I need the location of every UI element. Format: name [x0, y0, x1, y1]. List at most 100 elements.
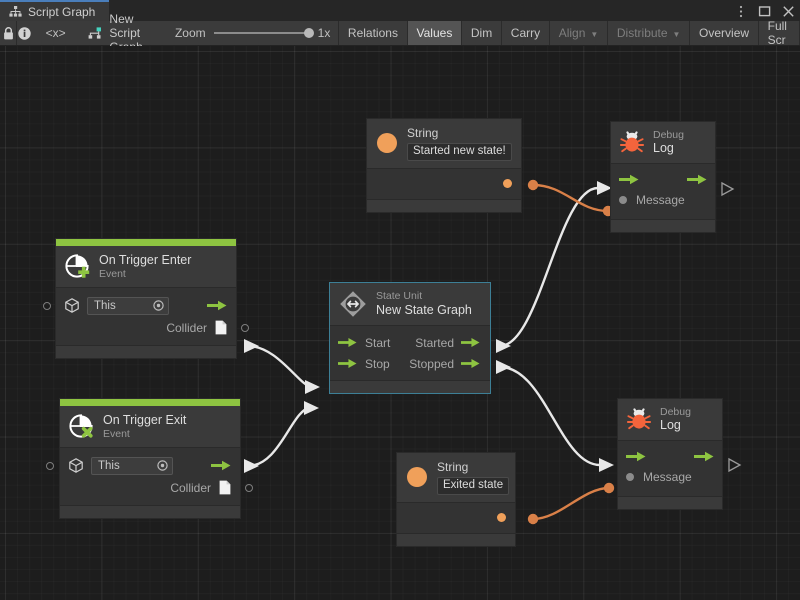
unconnected-input-port-exit[interactable]: [46, 462, 54, 470]
message-input-port[interactable]: [619, 196, 627, 205]
node-footer: [618, 496, 722, 510]
close-icon[interactable]: [781, 4, 796, 19]
node-state-unit[interactable]: State Unit New State Graph Start Started: [329, 282, 491, 394]
flow-input-port-start[interactable]: [338, 337, 357, 348]
target-value: This: [98, 459, 120, 472]
node-string-top[interactable]: String Started new state!: [366, 118, 522, 213]
node-footer: [367, 198, 521, 212]
collider-document-icon[interactable]: [215, 320, 227, 335]
wire-exit-to-stop: [247, 406, 311, 468]
info-button[interactable]: [16, 21, 33, 45]
gameobject-cube-icon: [65, 298, 79, 314]
node-subtitle: Event: [103, 427, 130, 440]
graph-hierarchy-icon: [9, 6, 22, 17]
toolbar-divider: [338, 21, 339, 45]
code-view-button[interactable]: <x>: [33, 21, 78, 45]
zoom-control[interactable]: Zoom 1x: [166, 21, 339, 45]
node-body: Start Started Stop Stopped: [330, 326, 490, 380]
flow-input-port-stop[interactable]: [338, 358, 357, 369]
flow-input-port[interactable]: [626, 451, 646, 462]
node-body: [367, 169, 521, 199]
chevron-down-icon: ▼: [672, 29, 681, 39]
toolbar-divider: [501, 21, 502, 45]
toolbar-button-label: Carry: [510, 26, 541, 40]
toolbar-divider: [549, 21, 550, 45]
state-unit-diamond-icon: [339, 290, 367, 318]
wire-arrow: [304, 401, 319, 415]
unconnected-flow-output-top[interactable]: [721, 181, 735, 197]
stopped-label: Stopped: [409, 356, 454, 371]
toolbar-button-align[interactable]: Align▼: [549, 21, 608, 45]
node-subtitle: Event: [99, 267, 126, 280]
graph-name-button[interactable]: New Script Graph: [78, 12, 167, 54]
toolbar-button-overview[interactable]: Overview: [690, 21, 759, 45]
node-header: Debug Log: [611, 122, 715, 165]
tab-script-graph[interactable]: Script Graph: [0, 0, 110, 21]
node-title: On Trigger Enter: [99, 253, 192, 267]
zoom-slider-knob[interactable]: [303, 28, 314, 38]
toolbar-button-full-scr[interactable]: Full Scr: [758, 19, 800, 47]
event-exit-icon: [69, 414, 94, 439]
chevron-down-icon: ▼: [590, 29, 599, 39]
flow-output-port[interactable]: [687, 174, 707, 185]
node-string-bottom[interactable]: String Exited state: [396, 452, 516, 547]
lock-button[interactable]: [0, 21, 17, 45]
node-debug-log-bottom[interactable]: Debug Log Message: [617, 398, 723, 511]
maximize-icon[interactable]: [757, 4, 772, 19]
zoom-slider[interactable]: [213, 28, 314, 38]
toolbar-button-label: Values: [416, 26, 453, 40]
message-label: Message: [643, 470, 692, 485]
node-footer: [60, 505, 240, 519]
wire-arrow: [599, 458, 614, 472]
wire-arrow: [597, 181, 612, 195]
wire-arrow: [496, 339, 511, 353]
toolbar-divider: [32, 21, 34, 45]
object-picker-icon[interactable]: [157, 460, 168, 471]
toolbar-button-distribute[interactable]: Distribute ▼: [607, 21, 690, 45]
node-header: String Started new state!: [367, 119, 521, 169]
graph-toolbar: <x> New Script Graph Zoom 1x Relations Va…: [0, 12, 800, 54]
string-value-field[interactable]: Started new state!: [407, 143, 512, 161]
flow-output-port-started[interactable]: [461, 337, 480, 348]
collider-document-icon[interactable]: [219, 480, 231, 495]
target-dropdown[interactable]: This: [87, 296, 169, 315]
collider-label: Collider: [166, 320, 207, 335]
stop-label: Stop: [365, 356, 390, 371]
toolbar-button-dim[interactable]: Dim: [461, 21, 502, 45]
node-header: Debug Log: [618, 399, 722, 442]
toolbar-button-relations[interactable]: Relations: [338, 21, 407, 45]
unconnected-collider-port-enter[interactable]: [241, 324, 249, 332]
message-input-port[interactable]: [626, 473, 634, 482]
flow-output-port-stopped[interactable]: [461, 358, 480, 369]
unconnected-input-port-enter[interactable]: [43, 302, 51, 310]
toolbar-button-carry[interactable]: Carry: [501, 21, 550, 45]
node-on-trigger-exit[interactable]: On Trigger Exit Event This: [59, 398, 241, 520]
node-on-trigger-enter[interactable]: On Trigger Enter Event This: [55, 238, 237, 360]
graph-canvas[interactable]: String Started new state! D: [0, 46, 800, 600]
collider-label: Collider: [170, 480, 211, 495]
toolbar-divider: [77, 21, 79, 45]
flow-output-port[interactable]: [207, 300, 227, 311]
debug-bug-icon: [619, 131, 645, 154]
string-output-port[interactable]: [497, 513, 506, 523]
string-output-port[interactable]: [503, 179, 512, 189]
object-picker-icon[interactable]: [153, 300, 164, 311]
more-options-icon[interactable]: [733, 4, 748, 19]
toolbar-button-values[interactable]: Values: [407, 21, 462, 45]
target-dropdown[interactable]: This: [91, 456, 173, 475]
wire-enter-to-start: [247, 344, 313, 389]
node-debug-log-top[interactable]: Debug Log Message: [610, 121, 716, 234]
event-enter-icon: [65, 254, 90, 279]
flow-output-port[interactable]: [694, 451, 714, 462]
unconnected-flow-output-bottom[interactable]: [728, 457, 742, 473]
flow-input-port[interactable]: [619, 174, 639, 185]
string-value-field[interactable]: Exited state: [437, 477, 510, 495]
toolbar-button-label: Distribute: [616, 26, 668, 40]
event-accent-bar: [60, 399, 240, 406]
node-title: String: [437, 460, 469, 474]
flow-output-port[interactable]: [211, 460, 231, 471]
unconnected-collider-port-exit[interactable]: [245, 484, 253, 492]
node-subtitle: Debug: [660, 406, 691, 418]
node-title: New State Graph: [376, 302, 472, 317]
target-value: This: [94, 299, 116, 312]
